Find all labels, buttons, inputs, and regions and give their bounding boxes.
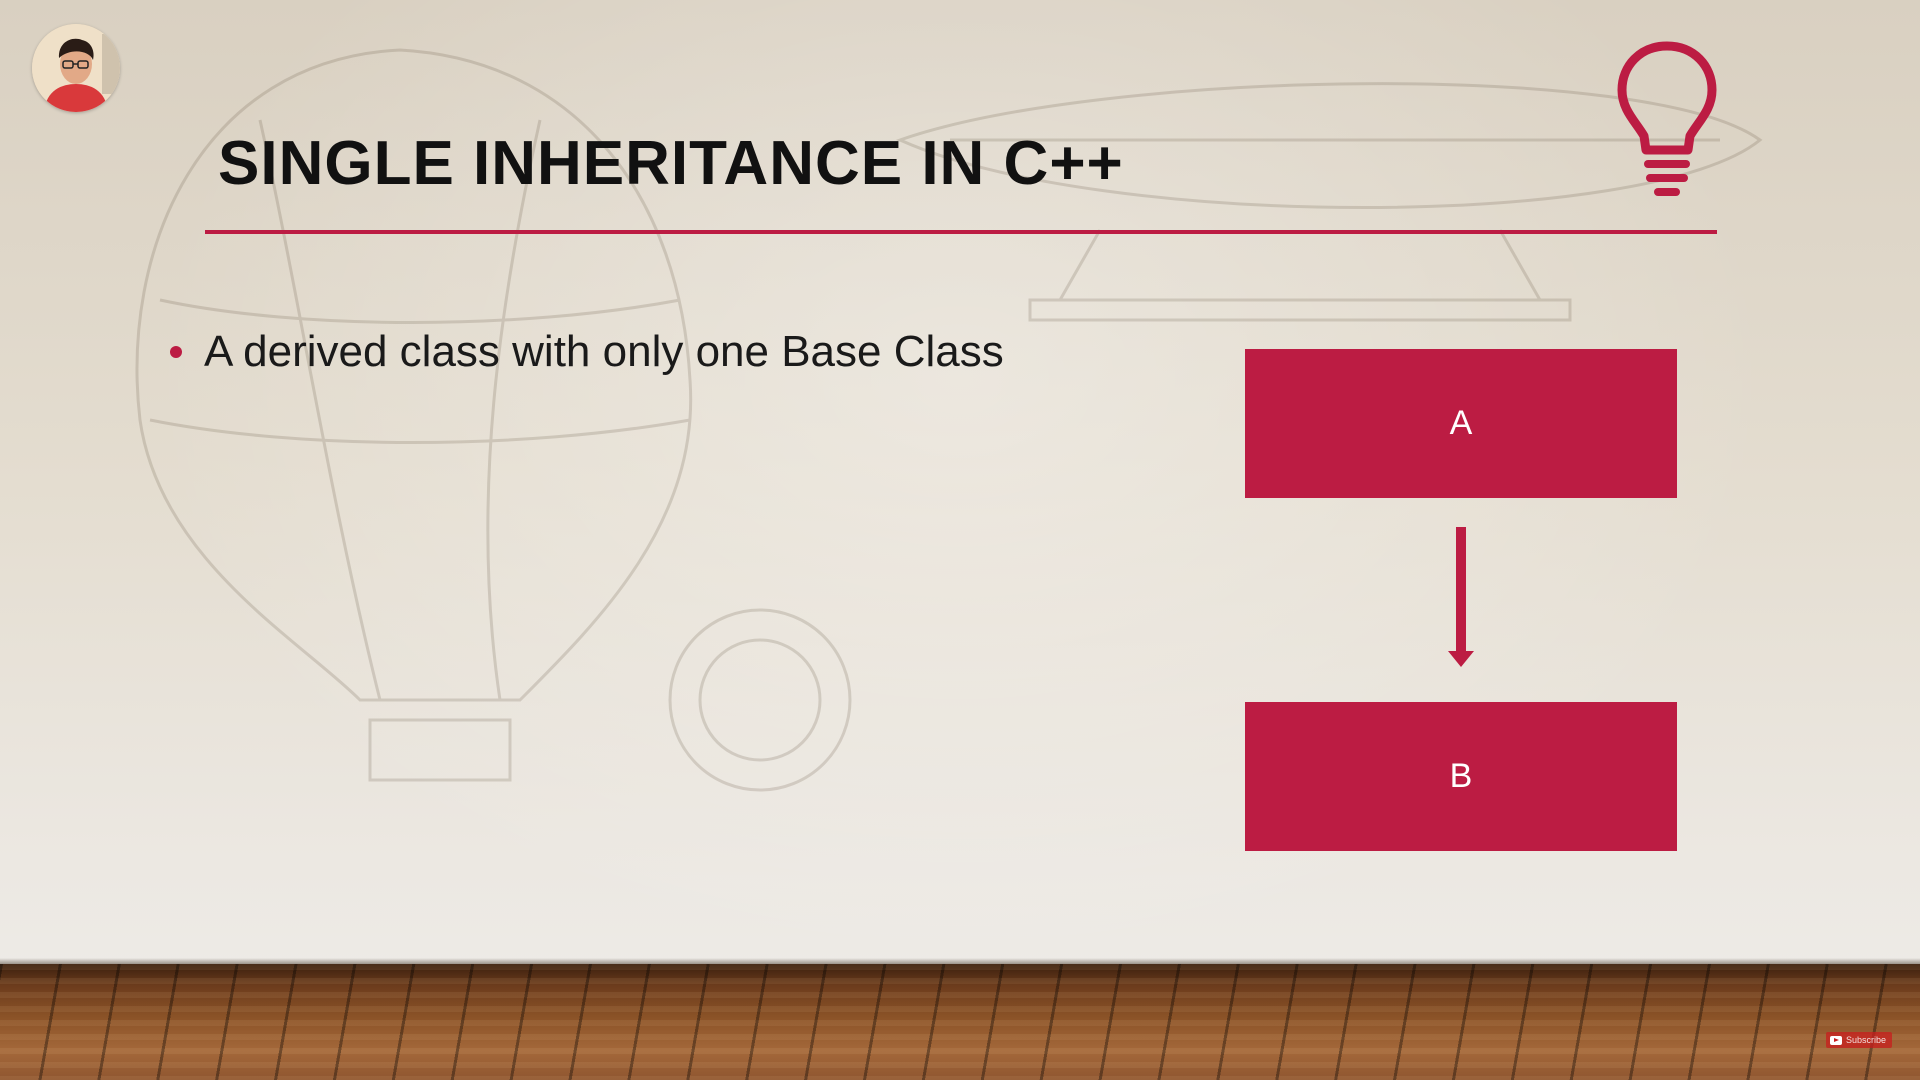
bullet-dot-icon (170, 346, 182, 358)
bullet-item: A derived class with only one Base Class (170, 322, 1004, 382)
floor-shadow (0, 958, 1920, 966)
class-box-a: A (1245, 349, 1677, 498)
avatar-image (32, 24, 120, 112)
bullet-text: A derived class with only one Base Class (204, 327, 1004, 376)
wooden-floor (0, 964, 1920, 1080)
inheritance-arrow (1448, 527, 1474, 667)
lightbulb-icon (1617, 41, 1717, 196)
title-underline (205, 230, 1717, 234)
youtube-play-icon (1830, 1035, 1842, 1045)
presenter-avatar (32, 24, 120, 112)
class-box-a-label: A (1449, 404, 1473, 442)
class-box-b-label: B (1449, 757, 1473, 795)
class-box-b: B (1245, 702, 1677, 851)
background-sketch (135, 48, 1763, 792)
subscribe-button[interactable]: Subscribe (1826, 1032, 1892, 1048)
slide-title: SINGLE INHERITANCE IN C++ (218, 129, 1124, 198)
subscribe-label: Subscribe (1846, 1035, 1887, 1045)
